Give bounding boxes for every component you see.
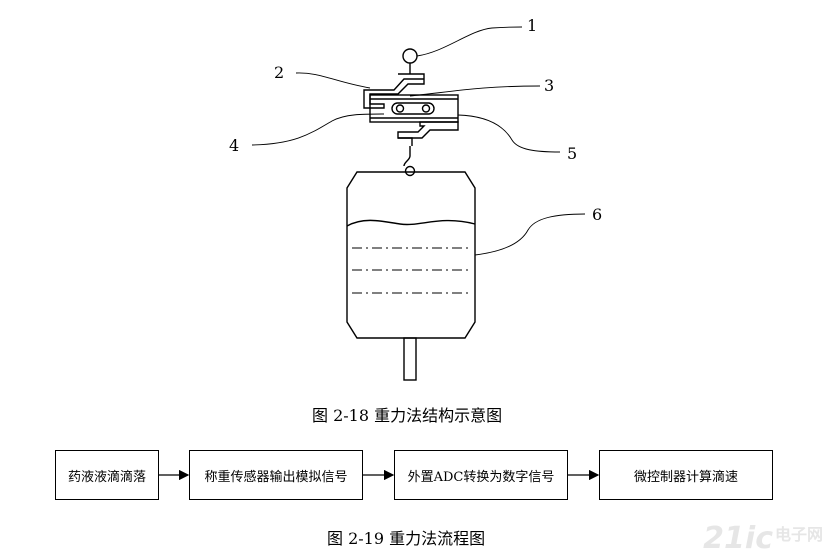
leader-6 <box>474 213 586 256</box>
part-label-4: 4 <box>229 136 240 155</box>
leader-4 <box>251 113 385 146</box>
part-label-2: 2 <box>274 63 285 82</box>
part-label-5: 5 <box>567 144 578 163</box>
figure-caption-structure: 图 2-18 重力法结构示意图 <box>312 406 503 425</box>
figure-caption-flow: 图 2-19 重力法流程图 <box>327 529 486 548</box>
load-cell-body <box>369 94 459 123</box>
flow-step-2: 称重传感器输出模拟信号 <box>189 450 363 500</box>
flow-step-1: 药液液滴滴落 <box>55 450 159 500</box>
bottom-bracket <box>397 121 459 139</box>
part-label-3: 3 <box>544 76 555 95</box>
flow-step-4: 微控制器计算滴速 <box>599 450 773 500</box>
part-label-6: 6 <box>592 205 603 224</box>
top-bracket <box>363 73 425 109</box>
flow-step-3: 外置ADC转换为数字信号 <box>394 450 568 500</box>
hanger-ring <box>402 48 418 64</box>
load-cell-slot <box>391 102 435 115</box>
leader-2 <box>295 72 371 89</box>
part-label-1: 1 <box>527 16 538 35</box>
leader-5 <box>457 114 561 153</box>
s-hook <box>403 146 411 167</box>
infusion-bag <box>346 171 476 339</box>
outlet-tube <box>403 337 417 381</box>
liquid-surface <box>346 219 476 227</box>
leader-1 <box>416 26 523 57</box>
leader-3 <box>409 85 541 97</box>
